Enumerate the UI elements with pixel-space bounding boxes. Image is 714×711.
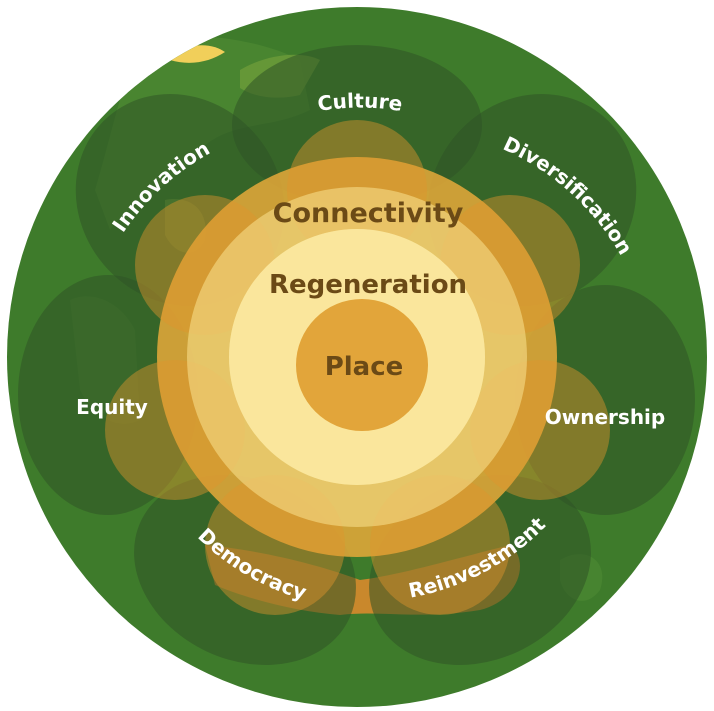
- place-label: Place: [325, 352, 404, 382]
- map-decoration: [18, 36, 695, 665]
- petal-label-equity: Equity: [76, 395, 148, 419]
- petal-label-culture: Culture: [316, 89, 404, 116]
- regeneration-label: Regeneration: [269, 270, 467, 300]
- connectivity-label: Connectivity: [273, 198, 464, 229]
- petal-label-ownership: Ownership: [545, 405, 665, 429]
- place-circle: [296, 299, 428, 431]
- svg-text:Culture: Culture: [316, 89, 404, 116]
